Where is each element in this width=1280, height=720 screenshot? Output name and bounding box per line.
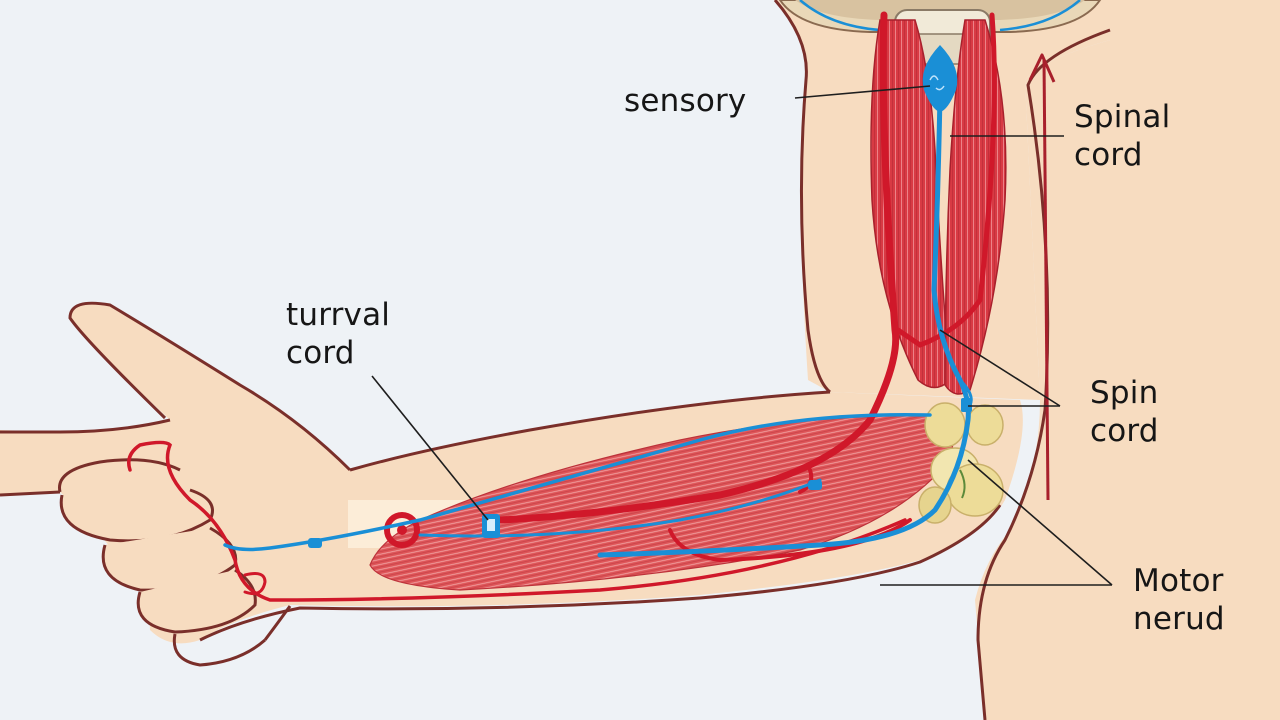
leader-line-motor-nerud-a (967, 459, 1113, 586)
upper-arm-body (775, 0, 1110, 400)
label-spin-cord-line1: Spin (1090, 375, 1159, 411)
label-motor-nerud-line1: Motor (1133, 563, 1224, 599)
return-arrow (1028, 53, 1056, 501)
upper-arm-skin (775, 0, 1280, 720)
label-spinal-cord-line1: Spinal (1074, 99, 1171, 135)
label-sensory: sensory (624, 83, 747, 119)
label-turrval-cord-line2: cord (286, 335, 355, 371)
label-motor-nerud-line2: nerud (1133, 601, 1225, 637)
nerve-bulb-spine (922, 45, 958, 112)
nerve-node-finger (308, 538, 322, 548)
artery-loop-wrist (384, 512, 420, 548)
label-spin-cord-line2: cord (1090, 413, 1159, 449)
hand-illustration (0, 301, 352, 667)
artery-network (127, 11, 997, 602)
leader-lines (371, 85, 1113, 586)
forearm-top-outline (349, 390, 831, 472)
forearm-bottom-outline (199, 504, 1002, 642)
nerve-junction-wrist-core (487, 519, 495, 531)
label-spinal-cord: Spinal cord (1074, 98, 1170, 174)
label-motor-nerud: Motor nerud (1133, 562, 1225, 638)
upper-arm-outline (773, 0, 832, 394)
leader-line-spin-cord-a (939, 329, 1061, 407)
nerve-node-elbow (961, 398, 972, 412)
leader-line-turrval-cord (371, 375, 489, 521)
label-turrval-cord: turrval cord (286, 296, 390, 372)
leader-line-sensory (794, 85, 931, 99)
label-spin-cord: Spin cord (1090, 374, 1159, 450)
nerve-node-forearm (808, 480, 822, 490)
label-spinal-cord-line2: cord (1074, 137, 1143, 173)
label-turrval-cord-line1: turrval (286, 297, 391, 333)
